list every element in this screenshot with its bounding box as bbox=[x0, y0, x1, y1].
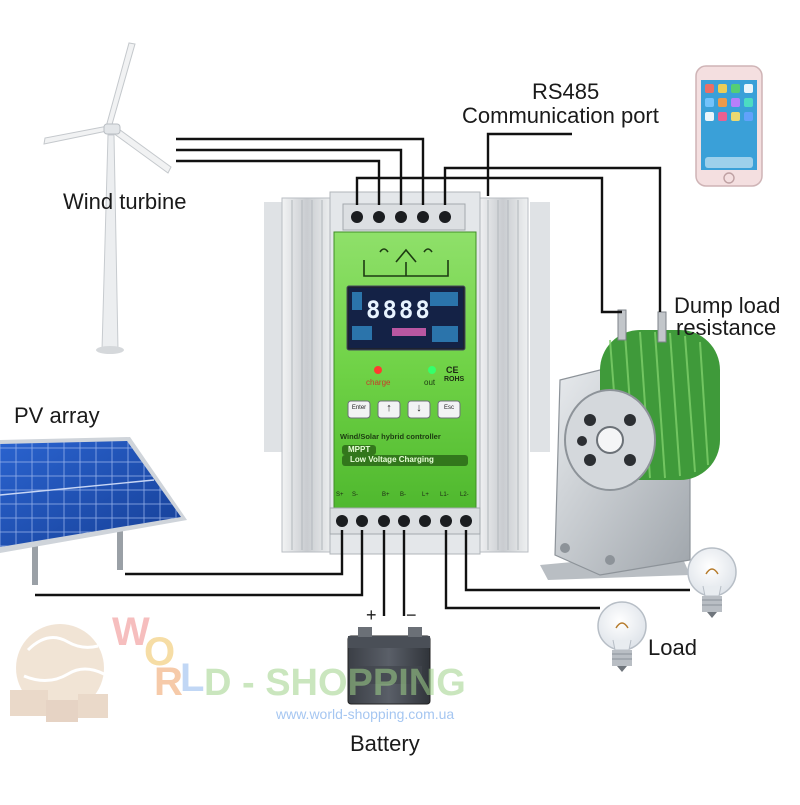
watermark-letter-l: L bbox=[180, 656, 205, 700]
label-rs485: RS485 bbox=[532, 79, 600, 104]
rohs-mark: ROHS bbox=[444, 376, 465, 383]
hybrid-controller bbox=[264, 191, 550, 555]
controller-title: Wind/Solar hybrid controller bbox=[340, 432, 441, 441]
label-communication-port: Communication port bbox=[462, 103, 659, 128]
wiring bbox=[35, 132, 690, 616]
label-dump-load: Dump load bbox=[674, 293, 781, 318]
esc-button[interactable]: Esc bbox=[443, 405, 454, 411]
enter-button[interactable]: Enter bbox=[351, 405, 367, 411]
terminal-label-s-minus: S- bbox=[352, 492, 358, 498]
smartphone-icon bbox=[695, 65, 763, 187]
bulb-icon-lower bbox=[597, 601, 647, 672]
label-wind-turbine: Wind turbine bbox=[63, 189, 187, 214]
wind-turbine-icon bbox=[43, 42, 172, 354]
up-button[interactable]: ↑ bbox=[386, 402, 392, 414]
mppt-badge: MPPT bbox=[348, 445, 371, 454]
watermark-url: www.world-shopping.com.ua bbox=[276, 706, 455, 722]
terminal-label-l-plus: L+ bbox=[422, 492, 429, 498]
ce-mark: CE bbox=[446, 365, 459, 375]
label-resistance: resistance bbox=[676, 315, 777, 340]
battery-icon bbox=[347, 627, 431, 705]
terminal-label-b-plus: B+ bbox=[382, 492, 390, 498]
terminal-label-l2-minus: L2- bbox=[460, 492, 469, 498]
charge-led-label: charge bbox=[366, 378, 391, 387]
out-led-label: out bbox=[424, 378, 436, 387]
terminal-label-b-minus: B- bbox=[400, 492, 406, 498]
terminal-label-l1-minus: L1- bbox=[440, 492, 449, 498]
watermark-globe-icon bbox=[10, 624, 108, 722]
watermark-brand: W O R L D - SHOPPING bbox=[104, 610, 524, 704]
label-battery-minus: − bbox=[406, 605, 417, 625]
terminal-labels: S+ S- B+ B- L+ L1- L2- bbox=[336, 492, 476, 502]
lcd-digits: 8888 bbox=[366, 296, 432, 324]
label-battery: Battery bbox=[350, 731, 420, 756]
watermark-letter-w: W bbox=[112, 610, 150, 654]
watermark-letter-o: O bbox=[144, 630, 176, 674]
watermark-brand-rest: D - SHOPPING bbox=[204, 662, 466, 704]
label-pv-array: PV array bbox=[14, 403, 100, 428]
solar-panel-icon bbox=[0, 437, 187, 585]
terminal-label-s-plus: S+ bbox=[336, 492, 344, 498]
bulb-icon-upper bbox=[687, 547, 737, 618]
down-button[interactable]: ↓ bbox=[416, 402, 422, 414]
low-voltage-badge: Low Voltage Charging bbox=[350, 455, 434, 464]
label-load: Load bbox=[648, 635, 697, 660]
label-battery-plus: + bbox=[366, 605, 377, 625]
dump-load-resistor-icon bbox=[540, 309, 720, 580]
watermark-letter-r: R bbox=[154, 660, 183, 704]
